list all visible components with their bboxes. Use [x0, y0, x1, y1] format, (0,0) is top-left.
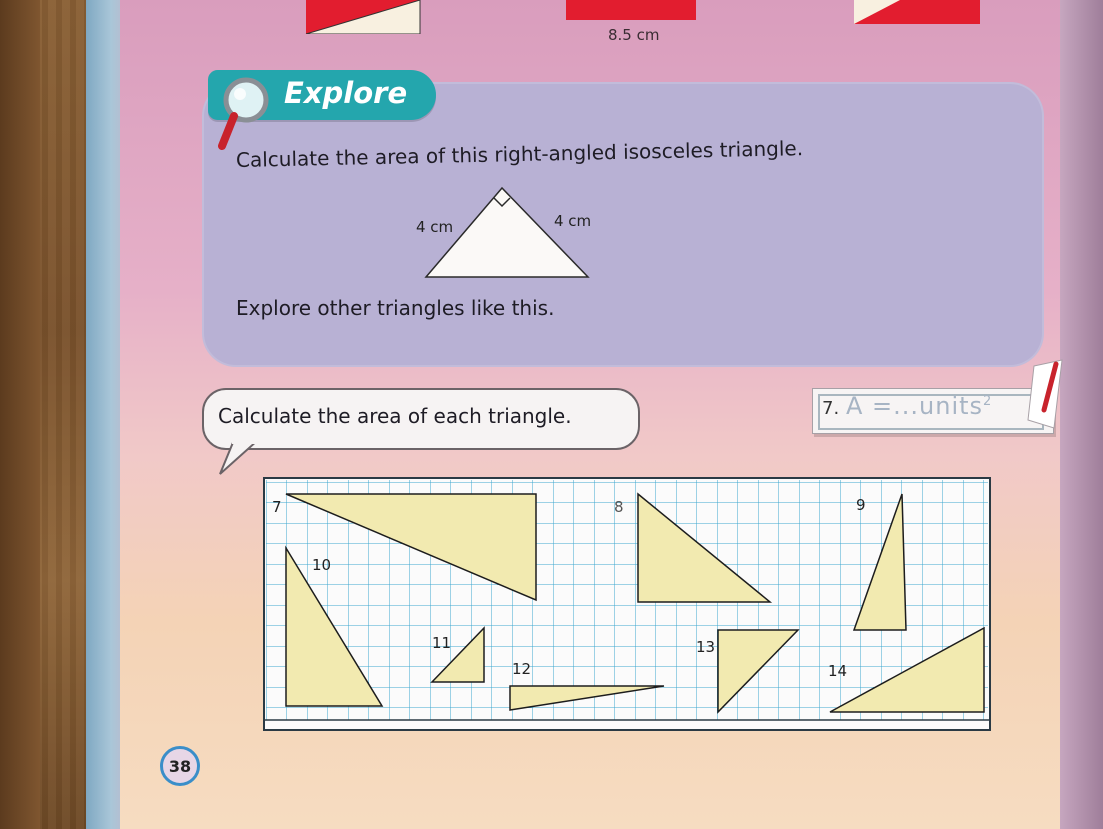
- top-measurement-label: 8.5 cm: [608, 26, 660, 44]
- triangle-10: [285, 545, 384, 707]
- table-edge: [0, 0, 40, 829]
- instruction-bubble: [202, 388, 640, 450]
- example-formula: A =...units2: [846, 392, 992, 420]
- triangle-label-7: 7: [272, 498, 282, 516]
- bubble-tail: [219, 440, 260, 475]
- triangle-label-8: 8: [614, 498, 624, 516]
- triangle-11: [430, 626, 485, 683]
- triangle-grid: 7 8 9 10 11 12 13 14: [263, 477, 991, 731]
- facing-page-edge: [1060, 0, 1103, 829]
- triangle-label-14: 14: [828, 662, 847, 680]
- pencil-icon: [1027, 359, 1063, 429]
- example-number: 7.: [822, 398, 840, 419]
- triangle-side-left-label: 4 cm: [416, 218, 454, 236]
- triangle-label-13: 13: [696, 638, 715, 656]
- explore-title: Explore: [284, 76, 408, 110]
- triangle-8: [637, 492, 773, 603]
- triangle-9: [852, 493, 907, 631]
- triangle-label-12: 12: [512, 660, 531, 678]
- top-partial-figures: [305, 0, 980, 34]
- magnifier-icon: [218, 77, 269, 150]
- triangle-label-10: 10: [312, 556, 331, 574]
- page-number: 38: [160, 746, 200, 786]
- triangle-side-right-label: 4 cm: [554, 212, 592, 230]
- triangle-7: [285, 493, 537, 602]
- instruction-text: Calculate the area of each triangle.: [218, 404, 572, 428]
- triangle-label-9: 9: [856, 496, 866, 514]
- triangle-13: [717, 629, 800, 714]
- isosceles-triangle-diagram: [424, 186, 590, 278]
- example-exponent: 2: [983, 394, 993, 409]
- example-formula-text: A =...units: [846, 392, 984, 420]
- explore-panel: [202, 82, 1044, 367]
- explore-follow-up: Explore other triangles like this.: [236, 296, 555, 320]
- triangle-12: [509, 685, 665, 711]
- triangle-14: [829, 626, 985, 713]
- triangle-label-11: 11: [432, 634, 451, 652]
